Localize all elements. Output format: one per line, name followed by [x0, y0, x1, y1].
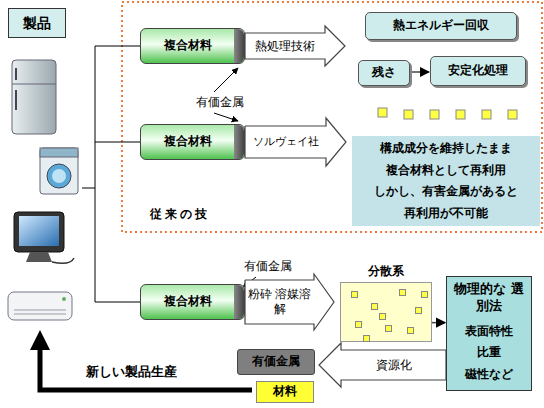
- particle: [399, 289, 406, 296]
- arrow-label: 資源化: [343, 358, 444, 373]
- box-text: 熱エネルギー回収: [393, 18, 489, 34]
- process-box: 残さ: [358, 60, 410, 86]
- box-text: しかし、有害金属があると: [374, 184, 518, 200]
- box-text: 複合材料: [164, 134, 212, 150]
- box-text: 有価金属: [252, 354, 300, 370]
- box-text: 材料: [273, 384, 297, 400]
- sorting-box: 物理的な 選別法表面特性比重磁性など: [446, 276, 532, 391]
- box-text: 構成成分を維持したまま: [380, 141, 512, 157]
- dispersion-box: 分散系: [340, 282, 432, 342]
- block-arrow: [245, 274, 334, 330]
- particle: [415, 307, 422, 314]
- metal-strip: [234, 125, 244, 159]
- box-heading: 物理的な 選別法: [451, 281, 527, 315]
- arrow-label: 熱処理技術: [247, 39, 323, 54]
- box-text: 比重: [477, 345, 501, 361]
- composite-box: 複合材料: [140, 124, 245, 160]
- composite-box: 複合材料: [140, 28, 245, 64]
- composite-box: 複合材料: [140, 284, 245, 320]
- block-arrow: [245, 26, 345, 66]
- particle: [363, 335, 370, 342]
- box-text: 表面特性: [465, 324, 513, 340]
- branch-lines: [82, 46, 140, 302]
- box-text: 複合材料として再利用: [386, 163, 506, 179]
- fridge-icon: [12, 60, 56, 134]
- box-text: 複合材料: [164, 294, 212, 310]
- arrow-label: 新しい製品生産: [86, 363, 177, 381]
- connector-arrow: [432, 322, 445, 324]
- new-production-arrow: [40, 340, 252, 390]
- process-box: 安定化処理: [430, 56, 526, 86]
- particle: [379, 313, 386, 320]
- tv-icon: [14, 212, 74, 263]
- particle: [355, 321, 362, 328]
- box-text: 磁性など: [465, 367, 513, 383]
- particle: [385, 325, 392, 332]
- conventional-frame: [122, 2, 542, 232]
- particle: [407, 327, 414, 334]
- metal-label: 有価金属: [244, 258, 292, 275]
- air-conditioner-icon: [8, 292, 72, 320]
- metal-box: 有価金属: [237, 349, 315, 375]
- particle: [351, 291, 358, 298]
- metal-strip: [234, 285, 244, 319]
- metal-strip: [234, 29, 244, 63]
- product-box: 製品: [8, 8, 66, 38]
- process-box: 熱エネルギー回収: [365, 12, 517, 40]
- particle: [421, 291, 428, 298]
- box-text: 再利用が不可能: [404, 206, 488, 222]
- box-heading: 分散系: [341, 264, 431, 280]
- box-text: 製品: [23, 14, 51, 32]
- particle: [371, 303, 378, 310]
- connector-arrow: [410, 71, 429, 73]
- section-label: 従来の技: [150, 206, 210, 223]
- note-box: 構成成分を維持したまま複合材料として再利用しかし、有害金属があると再利用が不可能: [352, 136, 540, 226]
- box-text: 安定化処理: [448, 63, 508, 79]
- box-text: 複合材料: [164, 38, 212, 54]
- block-arrow: [319, 343, 446, 387]
- box-text: 残さ: [372, 65, 396, 81]
- arrow-label: 粉砕 溶媒溶解: [247, 287, 312, 317]
- particle-row: [378, 108, 517, 119]
- arrow-label: ソルヴェイ社: [247, 135, 324, 149]
- material-box: 材料: [256, 381, 314, 403]
- washing-machine-icon: [40, 148, 78, 194]
- metal-label: 有価金属: [196, 94, 244, 111]
- block-arrow: [245, 118, 346, 166]
